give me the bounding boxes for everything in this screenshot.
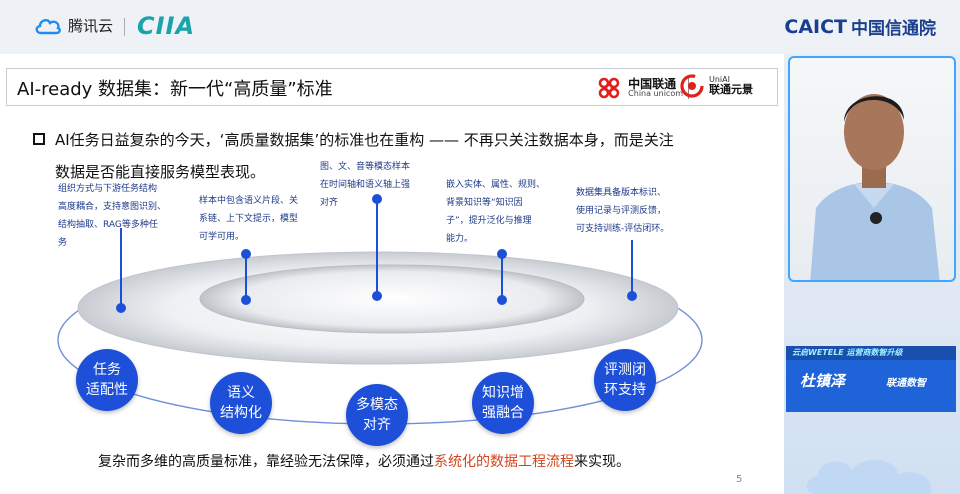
page-number: 5: [736, 474, 743, 485]
speaker-name: 杜镇泽: [800, 372, 846, 390]
brand-divider: [688, 77, 689, 99]
unia-logo: UniAI 联通元景: [679, 73, 753, 99]
node-knowledge-fusion: 知识增 强融合: [472, 372, 534, 434]
speaker-video: [788, 56, 956, 282]
logo-divider: [124, 18, 125, 36]
body-text-line-1: AI任务日益复杂的今天，‘高质量数据集’的标准也在重构 —— 不再只关注数据本身…: [55, 131, 674, 149]
caict-logo-en: CAICT: [784, 15, 847, 38]
caict-logo: CAICT 中国信通院: [784, 14, 936, 40]
china-unicom-logo: 中国联通 China unicom: [594, 73, 683, 103]
speaker-org: 联通数智: [886, 378, 926, 389]
slide-title-bar: AI-ready 数据集：新一代“高质量”标准 中国联通 China unico…: [6, 68, 778, 106]
ciia-logo: CIIA: [137, 12, 196, 40]
leader-dot-3: [372, 194, 382, 204]
unia-name-cn: 联通元景: [709, 83, 753, 97]
cloud-icon: [35, 18, 61, 34]
speaker-name-card: 云启WETELE 运营商数智升级 杜镇泽 联通数智: [786, 346, 956, 412]
speaker-avatar: [810, 94, 940, 280]
unia-name-en: UniAI: [709, 75, 730, 85]
tencent-cloud-logo: 腾讯云: [34, 15, 113, 36]
slide-footer-text: 复杂而多维的高质量标准，靠经验无法保障，必须通过系统化的数据工程流程来实现。: [98, 451, 630, 471]
annotation-eval-loop: 数据集具备版本标识、 使用记录与评测反馈， 可支持训练-评估闭环。: [576, 188, 670, 234]
annotation-multimodal-alignment: 图、文、音等模态样本 在时间轴和语义轴上强 对齐: [320, 162, 411, 208]
slide-title: AI-ready 数据集：新一代“高质量”标准: [17, 79, 333, 100]
leader-dot-2b: [241, 295, 251, 305]
node-semantic-structure: 语义 结构化: [210, 372, 272, 434]
leader-dot-2: [241, 249, 251, 259]
footer-highlight: 系统化的数据工程流程: [434, 454, 574, 470]
footer-suffix: 来实现。: [574, 454, 630, 470]
bullet-square-icon: [33, 133, 45, 145]
leader-dot-4: [497, 249, 507, 259]
name-card-banner: 云启WETELE 运营商数智升级: [786, 346, 956, 360]
body-text-line-2: 数据是否能直接服务模型表现。: [55, 163, 266, 181]
annotation-knowledge-fusion: 嵌入实体、属性、规则、 背景知识等“知识因 子”，提升泛化与推理 能力。: [446, 180, 546, 244]
unicom-name-en: China unicom: [628, 89, 683, 99]
footer-prefix: 复杂而多维的高质量标准，靠经验无法保障，必须通过: [98, 454, 434, 470]
caict-logo-cn: 中国信通院: [851, 19, 936, 39]
speaker-panel: 云启WETELE 运营商数智升级 杜镇泽 联通数智: [784, 54, 960, 494]
node-eval-loop: 评测闭 环支持: [594, 349, 656, 411]
top-bar: 腾讯云 CIIA CAICT 中国信通院: [0, 0, 960, 54]
inner-ring: [199, 264, 585, 334]
annotation-task-adaptability: 组织方式与下游任务结构 高度耦合，支持意图识别、 结构抽取、RAG等多种任 务: [58, 184, 167, 248]
unia-swirl-icon: [680, 74, 704, 98]
leader-dot-5: [627, 291, 637, 301]
leader-dot-1: [116, 303, 126, 313]
presentation-slide: AI-ready 数据集：新一代“高质量”标准 中国联通 China unico…: [0, 54, 784, 494]
unicom-name-cn: 中国联通: [628, 76, 677, 91]
annotation-semantic-structure: 样本中包含语义片段、关 系链、上下文提示，模型 可学可用。: [199, 196, 299, 242]
leader-dot-3b: [372, 291, 382, 301]
tencent-cloud-logo-text: 腾讯云: [68, 17, 114, 35]
node-multimodal-alignment: 多模态 对齐: [346, 384, 408, 446]
cloud-decoration-icon: [806, 459, 932, 494]
unicom-knot-icon: [598, 77, 620, 99]
node-task-adaptability: 任务 适配性: [76, 349, 138, 411]
leader-dot-4b: [497, 295, 507, 305]
